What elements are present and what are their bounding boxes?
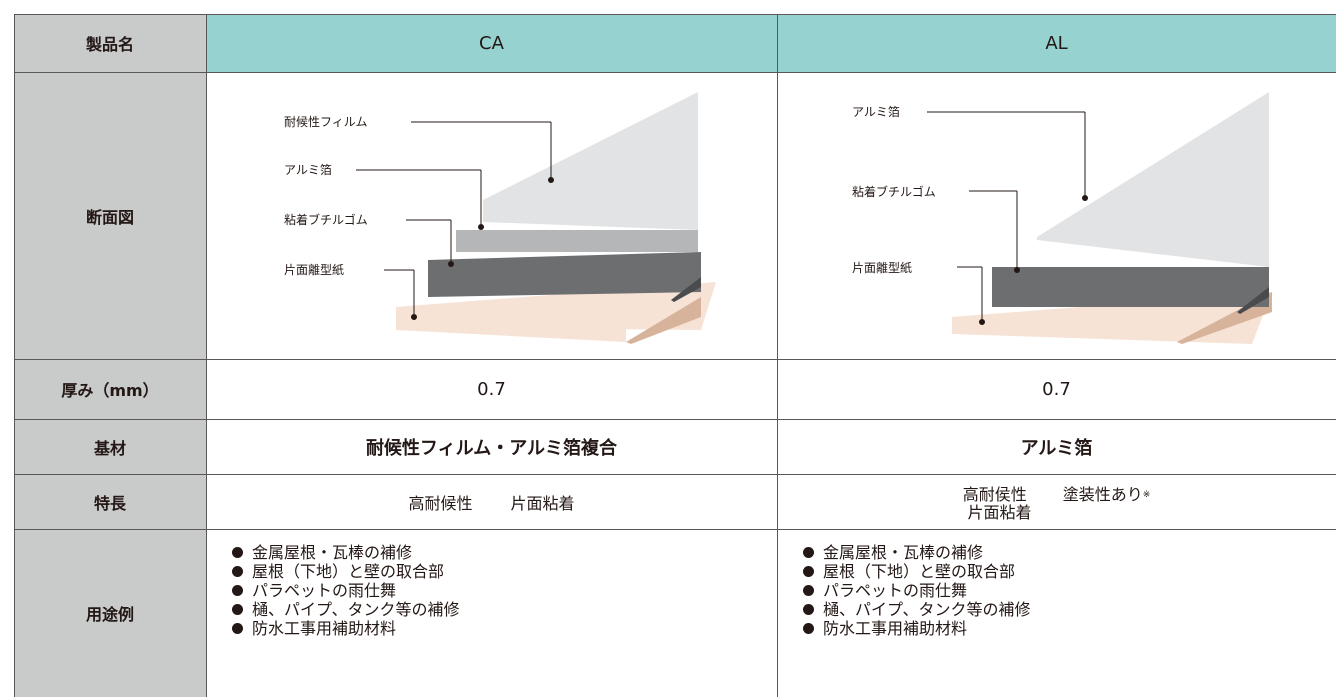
al-label-foil: アルミ箔 xyxy=(852,104,900,119)
bullet-icon xyxy=(803,604,814,615)
grid-line xyxy=(14,529,1336,530)
header-label: 製品名 xyxy=(14,14,206,72)
bullet-icon xyxy=(803,566,814,577)
features-ca-2: 片面粘着 xyxy=(510,493,575,513)
grid-line xyxy=(14,14,15,697)
list-item: 樋、パイプ、タンク等の補修 xyxy=(803,600,1031,619)
list-item: 金属屋根・瓦棒の補修 xyxy=(803,543,1031,562)
features-al-1b: 塗装性あり xyxy=(1062,484,1143,504)
uses-ca: 金属屋根・瓦棒の補修 屋根（下地）と壁の取合部 パラペットの雨仕舞 樋、パイプ、… xyxy=(206,529,777,697)
grid-line xyxy=(777,14,778,697)
al-label-rubber: 粘着ブチルゴム xyxy=(852,184,936,199)
product-al-title: AL xyxy=(777,14,1336,72)
features-al-2: 片面粘着 xyxy=(967,502,1032,522)
bullet-icon xyxy=(232,604,243,615)
list-item: パラペットの雨仕舞 xyxy=(803,581,1031,600)
features-al: 高耐侯性 塗装性あり※ 片面粘着 xyxy=(777,474,1336,529)
ca-label-film: 耐候性フィルム xyxy=(284,115,368,129)
bullet-icon xyxy=(232,547,243,558)
grid-line xyxy=(14,14,1336,15)
product-ca-title: CA xyxy=(206,14,777,72)
thickness-al: 0.7 xyxy=(1042,378,1071,400)
thickness-label: 厚み（mm） xyxy=(14,359,206,419)
features-label: 特長 xyxy=(14,474,206,529)
bullet-icon xyxy=(803,623,814,634)
base-ca: 耐候性フィルム・アルミ箔複合 xyxy=(365,437,618,459)
uses-label: 用途例 xyxy=(14,529,206,697)
diagram-ca: 耐候性フィルム アルミ箔 粘着ブチルゴム 片面離型紙 xyxy=(206,72,777,359)
bullet-icon xyxy=(232,623,243,634)
list-item: パラペットの雨仕舞 xyxy=(232,581,460,600)
uses-al: 金属屋根・瓦棒の補修 屋根（下地）と壁の取合部 パラペットの雨仕舞 樋、パイプ、… xyxy=(777,529,1336,697)
features-ca: 高耐候性 片面粘着 xyxy=(206,474,777,529)
ca-label-paper: 片面離型紙 xyxy=(284,262,344,277)
features-ca-1: 高耐候性 xyxy=(408,493,473,513)
ca-label-rubber: 粘着ブチルゴム xyxy=(284,212,368,227)
grid-line xyxy=(14,419,1336,420)
grid-line xyxy=(14,72,1336,73)
thickness-ca: 0.7 xyxy=(477,378,506,400)
grid-line xyxy=(206,14,207,697)
features-al-1a: 高耐侯性 xyxy=(962,484,1027,504)
list-item: 樋、パイプ、タンク等の補修 xyxy=(232,600,460,619)
grid-line xyxy=(14,359,1336,360)
bullet-icon xyxy=(803,585,814,596)
section-label: 断面図 xyxy=(14,72,206,359)
list-item: 防水工事用補助材料 xyxy=(803,619,1031,638)
bullet-icon xyxy=(232,566,243,577)
bullet-icon xyxy=(803,547,814,558)
list-item: 屋根（下地）と壁の取合部 xyxy=(803,562,1031,581)
base-al: アルミ箔 xyxy=(1020,437,1093,459)
product-table: 製品名 CA AL 断面図 xyxy=(14,14,1336,697)
al-label-paper: 片面離型紙 xyxy=(852,260,912,275)
list-item: 屋根（下地）と壁の取合部 xyxy=(232,562,460,581)
list-item: 防水工事用補助材料 xyxy=(232,619,460,638)
bullet-icon xyxy=(232,585,243,596)
diagram-al: アルミ箔 粘着ブチルゴム 片面離型紙 xyxy=(777,72,1336,359)
grid-line xyxy=(14,474,1336,475)
list-item: 金属屋根・瓦棒の補修 xyxy=(232,543,460,562)
base-label: 基材 xyxy=(14,419,206,474)
ca-label-foil: アルミ箔 xyxy=(284,162,332,177)
features-al-note: ※ xyxy=(1142,489,1151,500)
